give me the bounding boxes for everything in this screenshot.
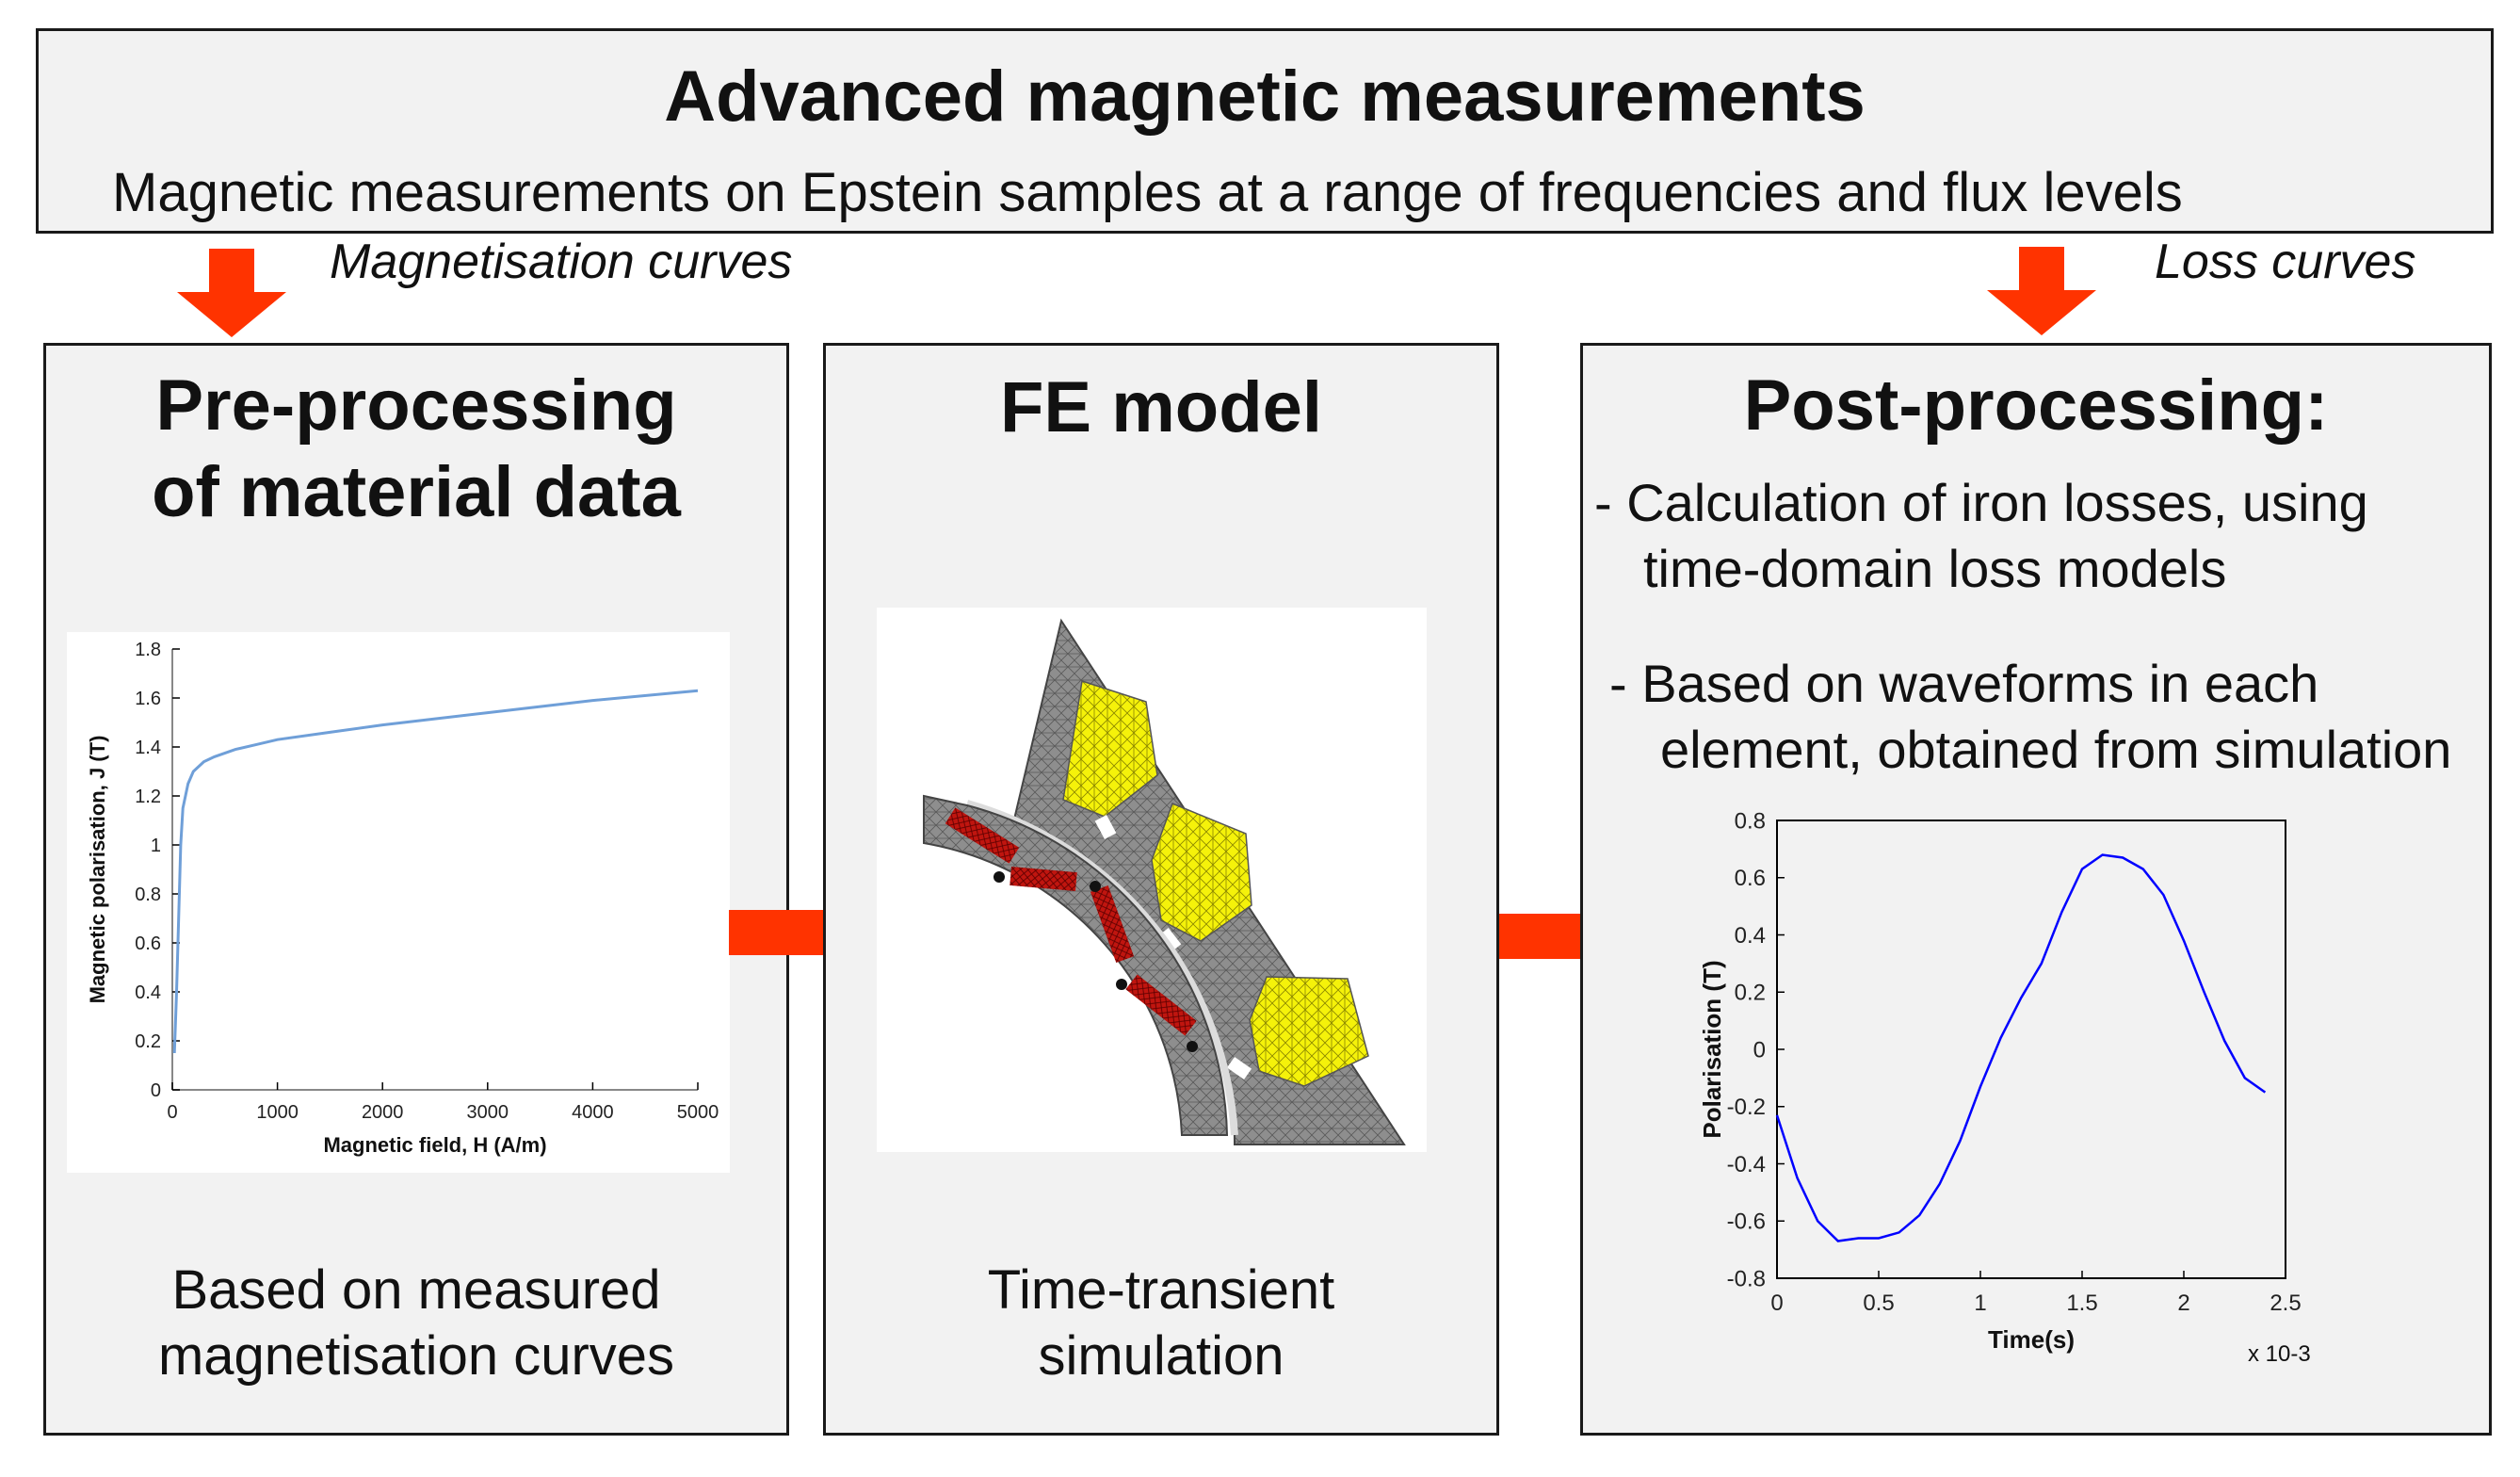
- y-tick-label: 1.2: [135, 787, 161, 807]
- down-arrow-left: [177, 249, 286, 337]
- y-tick-label: 1: [151, 836, 161, 856]
- winding-1: [1062, 680, 1158, 818]
- x-tick-label: 5000: [677, 1102, 719, 1123]
- header-box: Advanced magnetic measurements Magnetic …: [36, 28, 2494, 234]
- rotor-core: [923, 794, 1229, 1136]
- y-tick-label: 1.4: [135, 738, 161, 758]
- y-tick-label: 0.8: [135, 885, 161, 905]
- x-axis-label: Magnetic field, H (A/m): [323, 1133, 546, 1157]
- x-tick-label: 1.5: [2066, 1290, 2097, 1316]
- x-tick-label: 0.5: [1863, 1290, 1894, 1316]
- x-tick-label: 1000: [256, 1102, 299, 1123]
- fe-caption-line2: simulation: [1038, 1325, 1284, 1387]
- x-tick-label: 0: [167, 1102, 177, 1123]
- header-title: Advanced magnetic measurements: [664, 57, 1866, 137]
- down-arrow-right: [1987, 247, 2096, 335]
- y-tick-label: 0.4: [135, 982, 161, 1003]
- magnetisation-chart: 0 1000 2000 3000 4000 5000 0 0.2 0.4 0.6 0.8 1 1.2 1.…: [86, 640, 719, 1157]
- y-axis-label: Magnetic polarisation, J (T): [86, 736, 109, 1004]
- post-title: Post-processing:: [1743, 365, 2329, 446]
- x-axis-label: Time(s): [1988, 1325, 2075, 1354]
- y-tick-label: 0.2: [1735, 981, 1766, 1006]
- magnet-2: [1010, 866, 1077, 892]
- x-tick-label: 3000: [467, 1102, 509, 1123]
- magnet-1: [945, 807, 1020, 864]
- y-tick-label: 1.6: [135, 689, 161, 709]
- fe-mesh-image: [923, 618, 1406, 1145]
- y-tick-label: 1.8: [135, 640, 161, 660]
- y-tick-label: 0.2: [135, 1031, 161, 1052]
- series-line: [172, 689, 699, 1054]
- series-line: [1775, 853, 2267, 1242]
- y-tick-label: 0.8: [1735, 808, 1766, 834]
- fe-model-box: FE model: [823, 343, 1499, 1436]
- y-tick-label: 0.6: [135, 933, 161, 954]
- post-processing-box: Post-processing: - Calculation of iron l…: [1580, 343, 2492, 1436]
- y-tick-label: -0.4: [1727, 1152, 1766, 1177]
- winding-2: [1151, 803, 1252, 942]
- magnet-3: [1090, 885, 1135, 964]
- plot-frame: [1776, 820, 2286, 1279]
- pre-title-line2: of material data: [152, 452, 681, 532]
- note-loss-curves: Loss curves: [2155, 235, 2416, 289]
- post-bullet1-line2: time-domain loss models: [1643, 539, 2227, 598]
- pre-caption-line2: magnetisation curves: [157, 1325, 675, 1387]
- y-tick-label: -0.8: [1727, 1266, 1766, 1291]
- x-tick-label: 0: [1770, 1290, 1783, 1316]
- y-tick-label: 0: [1753, 1037, 1766, 1063]
- polarisation-chart: 0 0.5 1 1.5 2 2.5 -0.8 -0.6 -0.4 -0.2 0 0.2 0.4 0.6 0.…: [1698, 808, 2311, 1367]
- magnetisation-chart-panel: 0 1000 2000 3000 4000 5000 0 0.2 0.4 0.6 0.8 1 1.2 1.…: [67, 632, 730, 1173]
- pre-title-line1: Pre-processing: [155, 365, 677, 446]
- x-tick-label: 2: [2177, 1290, 2189, 1316]
- post-bullet2-line1: - Based on waveforms in each: [1609, 654, 2319, 713]
- x-tick-label: 1: [1974, 1290, 1986, 1316]
- post-bullet1-line1: - Calculation of iron losses, using: [1594, 473, 2368, 532]
- fe-mesh-panel: [877, 608, 1427, 1152]
- y-tick-label: 0.6: [1735, 866, 1766, 891]
- x-tick-label: 4000: [572, 1102, 614, 1123]
- magnet-4: [1125, 974, 1197, 1036]
- note-magnetisation-curves: Magnetisation curves: [330, 235, 793, 289]
- y-tick-label: 0: [151, 1080, 161, 1101]
- y-axis-label: Polarisation (T): [1698, 960, 1726, 1138]
- pre-processing-box: Pre-processing of material data 0 1000 200…: [43, 343, 789, 1436]
- winding-3: [1249, 976, 1369, 1087]
- x-tick-label: 2.5: [2270, 1290, 2301, 1316]
- x-multiplier-label: x 10-3: [2248, 1341, 2311, 1367]
- y-tick-label: 0.4: [1735, 923, 1766, 949]
- fe-caption-line1: Time-transient: [987, 1259, 1335, 1321]
- post-bullet2-line2: element, obtained from simulation: [1660, 720, 2452, 779]
- header-subtitle: Magnetic measurements on Epstein samples…: [112, 162, 2183, 223]
- y-tick-label: -0.6: [1727, 1209, 1766, 1235]
- y-tick-label: -0.2: [1727, 1095, 1766, 1120]
- pre-caption-line1: Based on measured: [171, 1259, 661, 1321]
- fe-title: FE model: [999, 367, 1323, 447]
- x-tick-label: 2000: [362, 1102, 404, 1123]
